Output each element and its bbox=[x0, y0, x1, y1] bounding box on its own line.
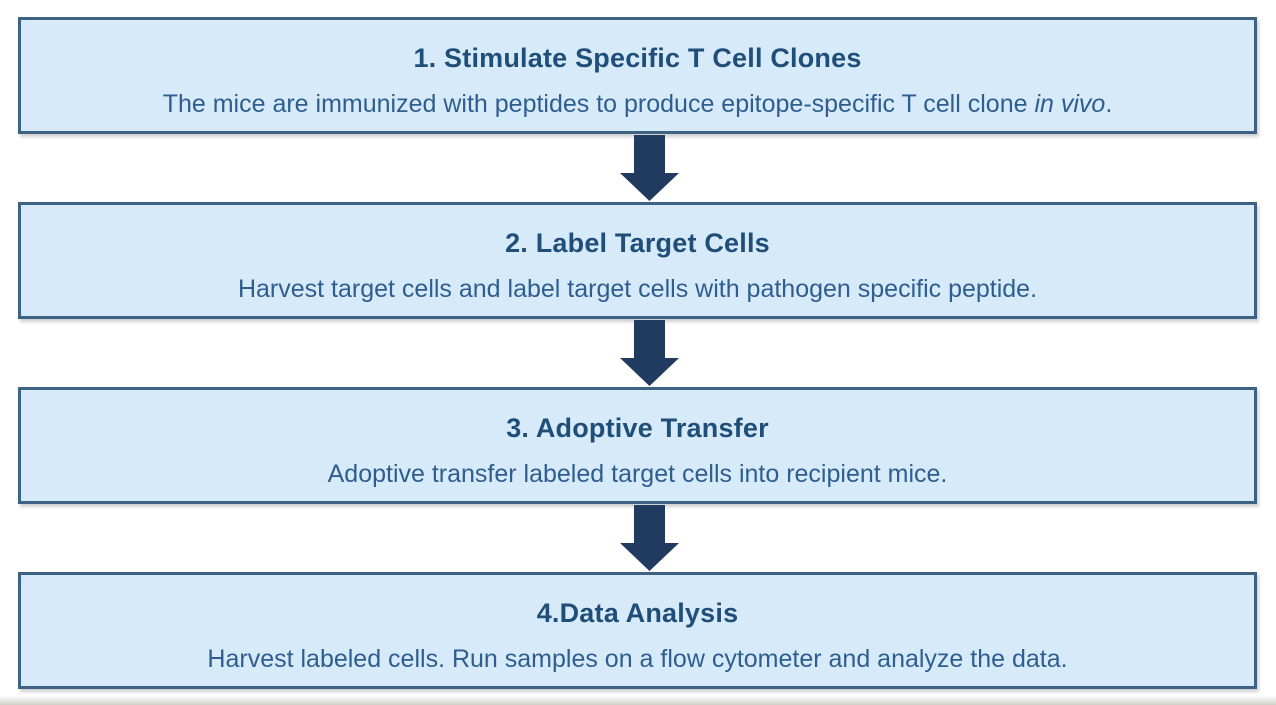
connector-row bbox=[18, 134, 1257, 202]
bottom-edge-shadow bbox=[0, 696, 1276, 705]
connector-row bbox=[18, 504, 1257, 572]
down-arrow-icon bbox=[608, 505, 679, 571]
step-title: 4.Data Analysis bbox=[536, 598, 739, 628]
step-title: 3. Adoptive Transfer bbox=[506, 413, 769, 443]
step-description: The mice are immunized with peptides to … bbox=[163, 90, 1113, 118]
step-description-suffix: . bbox=[1105, 90, 1113, 118]
step-description-text: Harvest target cells and label target ce… bbox=[237, 275, 1038, 303]
down-arrow-icon bbox=[608, 320, 679, 386]
step-box-3: 3. Adoptive Transfer Adoptive transfer l… bbox=[18, 387, 1257, 504]
down-arrow-icon bbox=[608, 135, 679, 201]
step-description: Harvest labeled cells. Run samples on a … bbox=[207, 645, 1067, 673]
connector-row bbox=[18, 319, 1257, 387]
step-title: 1. Stimulate Specific T Cell Clones bbox=[413, 43, 862, 73]
step-box-4: 4.Data Analysis Harvest labeled cells. R… bbox=[18, 572, 1257, 689]
step-description: Adoptive transfer labeled target cells i… bbox=[328, 460, 948, 488]
step-title: 2. Label Target Cells bbox=[505, 228, 770, 258]
step-description: Harvest target cells and label target ce… bbox=[238, 275, 1037, 303]
step-box-2: 2. Label Target Cells Harvest target cel… bbox=[18, 202, 1257, 319]
step-description-text: Harvest labeled cells. Run samples on a … bbox=[207, 645, 1068, 673]
step-description-text: Adoptive transfer labeled target cells i… bbox=[327, 460, 948, 488]
step-description-text: The mice are immunized with peptides to … bbox=[162, 90, 1035, 118]
step-description-italic: in vivo bbox=[1034, 90, 1106, 118]
step-box-1: 1. Stimulate Specific T Cell Clones The … bbox=[18, 17, 1257, 134]
